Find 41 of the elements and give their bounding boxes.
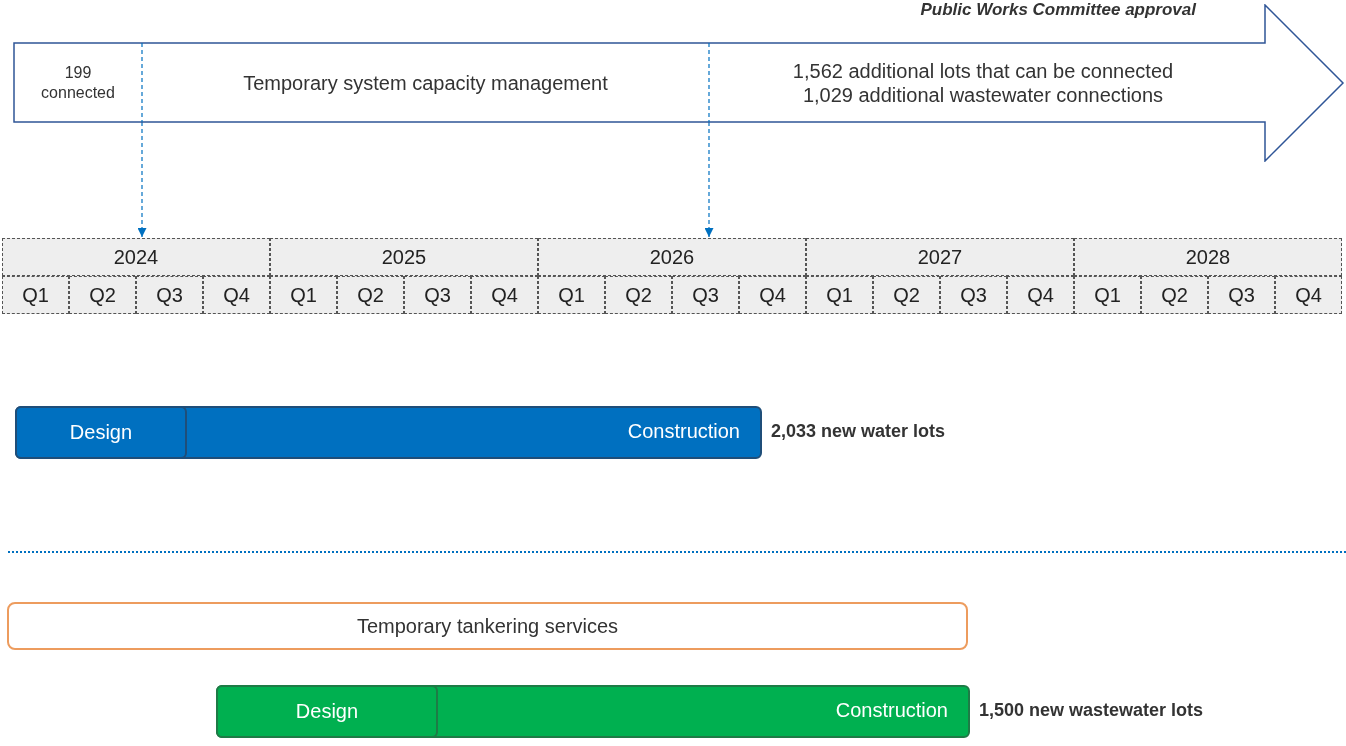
quarter-label: Q1 <box>1074 276 1141 314</box>
quarter-label: Q4 <box>739 276 806 314</box>
quarter-label: Q1 <box>2 276 69 314</box>
quarter-label: Q2 <box>337 276 404 314</box>
year-header: 2028 <box>1074 238 1342 276</box>
quarter-label: Q1 <box>270 276 337 314</box>
quarter-label: Q1 <box>806 276 873 314</box>
quarter-label: Q3 <box>940 276 1007 314</box>
quarter-label: Q2 <box>1141 276 1208 314</box>
status-text: 199 connected <box>40 63 116 103</box>
quarter-label: Q2 <box>873 276 940 314</box>
construction-bar <box>15 406 762 459</box>
arrow <box>704 121 714 238</box>
phase-text: Temporary system capacity management <box>242 70 609 96</box>
construction-bar <box>216 685 970 738</box>
milestone-label: Public Works Committee approval <box>920 0 1196 20</box>
year-header: 2027 <box>806 238 1074 276</box>
quarter-label: Q4 <box>1275 276 1342 314</box>
quarter-label: Q4 <box>203 276 270 314</box>
quarter-label: Q1 <box>538 276 605 314</box>
quarter-label: Q2 <box>605 276 672 314</box>
capacity-text: 1,562 additional lots that can be connected 1,029 additional wastewater connections <box>791 58 1175 108</box>
timeline-arrow <box>13 4 1345 162</box>
quarter-label: Q3 <box>1208 276 1275 314</box>
quarter-label: Q3 <box>136 276 203 314</box>
phase-label: Construction <box>627 420 740 443</box>
quarter-label: Q4 <box>471 276 538 314</box>
design-bar: Design <box>216 685 438 738</box>
year-header: 2024 <box>2 238 270 276</box>
year-header: 2025 <box>270 238 538 276</box>
arrow <box>137 121 147 238</box>
quarter-label: Q3 <box>404 276 471 314</box>
bar-caption: 1,500 new wastewater lots <box>979 700 1204 721</box>
service-bar: Temporary tankering services <box>7 602 968 650</box>
design-bar: Design <box>15 406 187 459</box>
bar-caption: 2,033 new water lots <box>771 421 946 442</box>
quarter-label: Q4 <box>1007 276 1074 314</box>
quarter-label: Q2 <box>69 276 136 314</box>
phase-label: Construction <box>835 699 948 722</box>
year-header: 2026 <box>538 238 806 276</box>
quarter-label: Q3 <box>672 276 739 314</box>
